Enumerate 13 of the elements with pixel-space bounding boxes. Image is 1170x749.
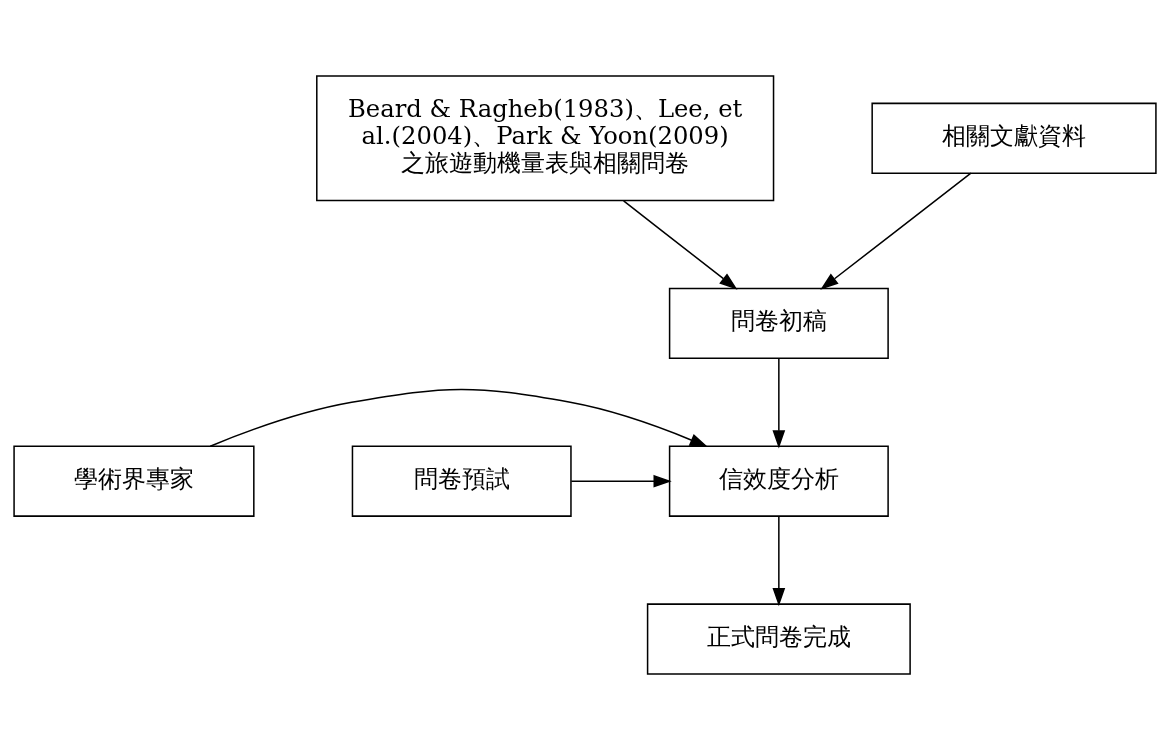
arrow	[820, 171, 972, 290]
arrow	[209, 388, 708, 447]
arrow	[622, 199, 738, 290]
node-box: 學術界專家	[13, 445, 255, 517]
node-box: 問卷初稿	[668, 287, 889, 359]
node-box: 相關文獻資料	[871, 102, 1157, 174]
node-box: 問卷預試	[351, 445, 572, 517]
arrow	[570, 474, 672, 488]
node-box: 信效度分析	[668, 445, 889, 517]
node-box: Beard & Ragheb(1983)、Lee, et al.(2004)、Park & Yoon(2009) 之旅遊動機量表與相關問卷	[316, 74, 775, 201]
node-box: 正式問卷完成	[646, 602, 911, 675]
arrow	[772, 357, 786, 448]
arrow	[772, 515, 786, 606]
